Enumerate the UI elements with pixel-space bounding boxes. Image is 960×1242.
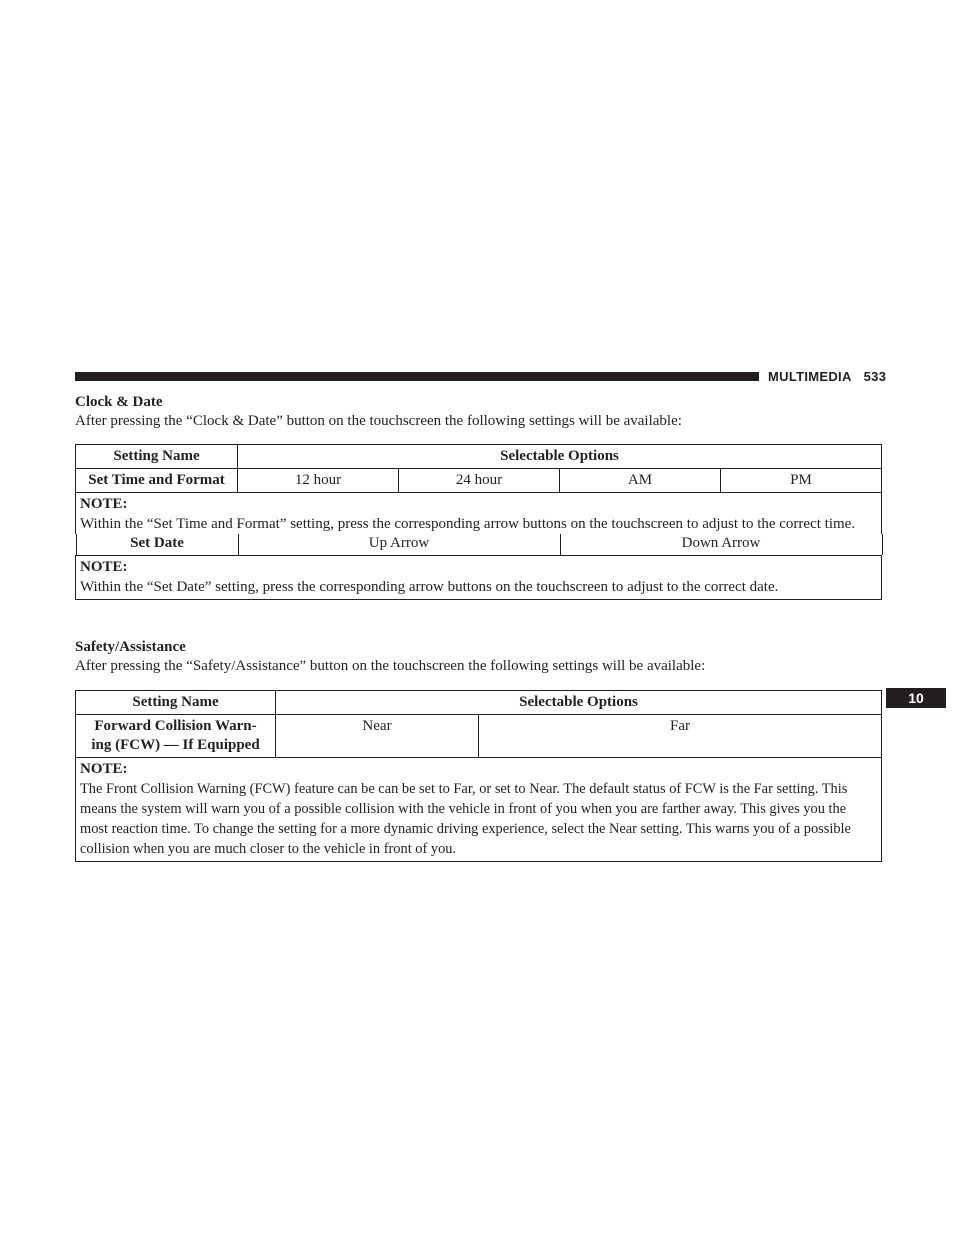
setting-name: Set Time and Format (75, 468, 238, 493)
note-label: NOTE: (80, 559, 128, 575)
note-text: Within the “Set Date” setting, press the… (80, 579, 779, 595)
note-cell: NOTE: The Front Collision Warning (FCW) … (75, 757, 882, 862)
option-cell: PM (720, 468, 882, 493)
note-cell: NOTE: Within the “Set Time and Format” s… (75, 492, 882, 534)
note-row: NOTE: Within the “Set Date” setting, pre… (75, 555, 882, 600)
page-header: MULTIMEDIA 533 (768, 369, 886, 384)
note-cell: NOTE: Within the “Set Date” setting, pre… (75, 555, 882, 600)
note-label: NOTE: (80, 761, 128, 777)
table-row: Set Date Up Arrow Down Arrow (75, 534, 883, 556)
note-text: Within the “Set Time and Format” setting… (80, 516, 856, 532)
subrow: Set Date Up Arrow Down Arrow (75, 534, 883, 556)
setting-name-line: ing (FCW) — If Equipped (91, 737, 260, 753)
setting-name: Forward Collision Warn- ing (FCW) — If E… (75, 714, 276, 758)
option-cell: 24 hour (398, 468, 560, 493)
safety-intro: After pressing the “Safety/Assistance” b… (75, 658, 706, 674)
option-cell: Near (275, 714, 479, 758)
option-cell: Up Arrow (238, 534, 561, 555)
header-rule (75, 372, 759, 381)
table-row: Set Time and Format 12 hour 24 hour AM P… (75, 468, 882, 493)
section-title: MULTIMEDIA (768, 369, 852, 384)
clock-date-intro: After pressing the “Clock & Date” button… (75, 413, 682, 429)
col-setting-name: Setting Name (75, 444, 238, 469)
option-cell: Down Arrow (560, 534, 883, 555)
clock-date-heading: Clock & Date (75, 394, 163, 410)
option-cell: Far (478, 714, 882, 758)
option-cell: AM (559, 468, 721, 493)
table-header-row: Setting Name Selectable Options (75, 444, 882, 469)
clock-date-table: Setting Name Selectable Options Set Time… (75, 444, 883, 600)
setting-name-line: Forward Collision Warn- (94, 718, 257, 734)
table-header-row: Setting Name Selectable Options (75, 690, 882, 715)
page-number: 533 (863, 369, 887, 384)
option-cell: 12 hour (237, 468, 399, 493)
note-label: NOTE: (80, 496, 128, 512)
col-selectable-options: Selectable Options (237, 444, 882, 469)
setting-name: Set Date (75, 534, 239, 555)
safety-heading: Safety/Assistance (75, 639, 186, 655)
safety-table: Setting Name Selectable Options Forward … (75, 690, 882, 862)
chapter-tab[interactable]: 10 (886, 688, 946, 708)
table-row: Forward Collision Warn- ing (FCW) — If E… (75, 714, 882, 758)
note-row: NOTE: The Front Collision Warning (FCW) … (75, 757, 882, 862)
note-row: NOTE: Within the “Set Time and Format” s… (75, 492, 882, 534)
col-setting-name: Setting Name (75, 690, 276, 715)
note-text: The Front Collision Warning (FCW) featur… (80, 781, 851, 857)
col-selectable-options: Selectable Options (275, 690, 882, 715)
set-date-row: Set Date Up Arrow Down Arrow (75, 534, 883, 555)
